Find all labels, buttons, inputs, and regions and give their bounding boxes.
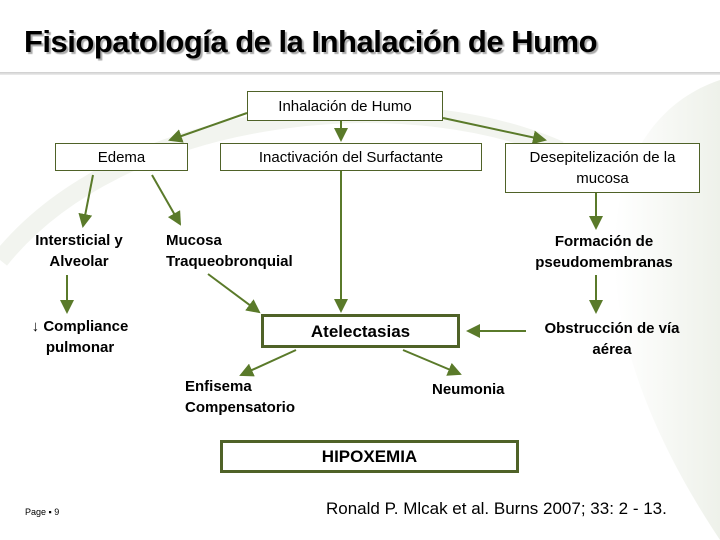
label-mucosa: Mucosa Traqueobronquial [166,232,293,270]
title-divider [0,72,720,75]
box-inactivacion: Inactivación del Surfactante [220,143,482,171]
label-obstruccion: Obstrucción de vía aérea [544,320,680,358]
page-title: Fisiopatología de la Inhalación de Humo [24,24,598,59]
arrow-atelectasias-enfisema [239,349,297,377]
label-compliance: ↓ Compliance pulmonar [31,318,129,356]
label-intersticial: Intersticial y Alveolar [35,232,123,270]
label-neumonia: Neumonia [432,381,505,398]
page-number: Page ▪ 9 [25,507,60,517]
arrow-atelectasias-neumonia [402,349,462,376]
arrow-edema-mucosa [151,174,181,226]
arrow-edema-intersticial [78,174,94,228]
citation: Ronald P. Mlcak et al. Burns 2007; 33: 2… [326,499,667,518]
box-hipoxemia: HIPOXEMIA [220,440,519,473]
arrow-inhalacion-edema [168,112,248,143]
box-edema: Edema [55,143,188,171]
box-inhalacion: Inhalación de Humo [247,91,443,121]
label-formacion: Formación de pseudomembranas [535,233,673,271]
box-desepitelizacion: Desepitelización de la mucosa [505,143,700,193]
arrow-mucosa-atelectasias [207,273,261,314]
label-enfisema: Enfisema Compensatorio [185,378,296,416]
box-atelectasias: Atelectasias [261,314,460,348]
arrow-inhalacion-desepitelizacion [442,117,547,145]
